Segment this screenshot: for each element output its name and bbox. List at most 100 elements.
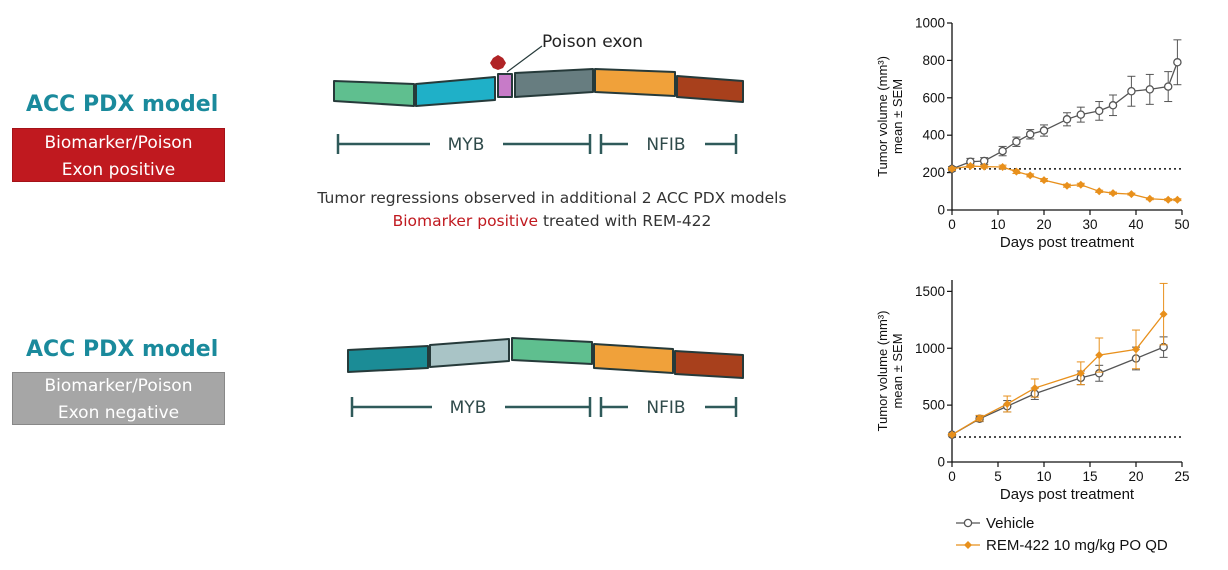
series-line [951, 313, 1165, 436]
data-point [1095, 187, 1104, 196]
data-point [1173, 195, 1182, 204]
x-tick-label: 25 [1174, 469, 1189, 484]
y-axis-label: Tumor volume (mm³) [875, 311, 890, 432]
data-point [948, 430, 956, 439]
poison-marker-icon [490, 55, 506, 70]
x-tick-label: 0 [948, 217, 956, 232]
y-tick-label: 800 [922, 53, 945, 68]
exon-segment [593, 343, 674, 374]
data-point [1127, 87, 1136, 96]
box-line-1: Biomarker/Poison [44, 133, 193, 153]
caption-line-2-rest: treated with REM-422 [538, 212, 712, 230]
data-point [1025, 130, 1035, 139]
y-tick-label: 600 [922, 90, 945, 105]
legend-item-rem-422: REM-422 10 mg/kg PO QD [956, 537, 1168, 554]
series-line [951, 346, 1164, 436]
data-point [1063, 181, 1071, 190]
gene-fusion-diagram-positive: Poison exon MYB NFIB [333, 32, 744, 155]
panel-2-title: ACC PDX model [26, 337, 219, 362]
chart-legend: Vehicle REM-422 10 mg/kg PO QD [956, 515, 1168, 554]
data-point [1145, 85, 1155, 94]
poison-pointer-line [506, 45, 543, 73]
y-tick-label: 500 [922, 398, 945, 413]
diamond-marker-icon [964, 541, 972, 549]
data-point [1094, 106, 1104, 116]
series-line [951, 165, 1178, 201]
x-axis-label: Days post treatment [1000, 234, 1135, 251]
data-point [975, 414, 984, 423]
x-tick-label: 20 [1036, 217, 1051, 232]
y-tick-label: 200 [922, 165, 945, 180]
gene-label-nfib: NFIB [646, 398, 685, 418]
legend-item-vehicle: Vehicle [956, 515, 1034, 532]
exon-segment [511, 337, 593, 365]
series-line [951, 62, 1179, 170]
poison-exon-segment [497, 73, 513, 98]
box-line-2: Exon negative [57, 403, 180, 423]
y-axis-label: mean ± SEM [890, 333, 905, 408]
data-point [1040, 176, 1048, 185]
x-tick-label: 30 [1082, 217, 1097, 232]
biomarker-positive-box: Biomarker/Poison Exon positive [12, 128, 225, 182]
data-point [1173, 58, 1182, 67]
data-point [998, 146, 1007, 156]
exon-segment [594, 68, 676, 97]
gene-fusion-diagram-negative: MYB NFIB [347, 337, 744, 418]
data-point [1076, 180, 1085, 189]
data-point [1163, 82, 1173, 91]
data-point [966, 162, 975, 171]
legend-label: Vehicle [986, 515, 1034, 532]
exon-segment [674, 350, 744, 379]
caption: Tumor regressions observed in additional… [252, 187, 852, 233]
data-point [998, 162, 1007, 171]
data-point [1164, 195, 1173, 204]
y-tick-label: 0 [937, 455, 945, 470]
x-tick-label: 15 [1082, 469, 1097, 484]
caption-line-2: Biomarker positive treated with REM-422 [252, 210, 852, 233]
data-point [948, 164, 956, 173]
data-point [1109, 189, 1117, 198]
data-point [1095, 351, 1104, 360]
exon-segment [514, 68, 594, 98]
data-point [1127, 190, 1136, 199]
data-point [1003, 399, 1012, 408]
exon-segment [347, 345, 429, 373]
panel-1-title: ACC PDX model [26, 92, 219, 117]
y-axis-label: mean ± SEM [890, 79, 905, 154]
gene-label-myb: MYB [448, 135, 485, 155]
y-axis-label: Tumor volume (mm³) [875, 56, 890, 177]
x-tick-label: 5 [994, 469, 1002, 484]
box-line-2: Exon positive [61, 160, 176, 180]
gene-label-myb: MYB [450, 398, 487, 418]
caption-line-1: Tumor regressions observed in additional… [317, 189, 787, 207]
open-circle-marker-icon [963, 518, 973, 528]
y-tick-label: 400 [922, 128, 945, 143]
biomarker-negative-box: Biomarker/Poison Exon negative [12, 372, 225, 425]
data-point [1026, 171, 1035, 180]
box-line-1: Biomarker/Poison [44, 376, 193, 396]
data-point [1030, 384, 1039, 393]
y-tick-label: 1000 [915, 16, 945, 31]
data-point [1012, 137, 1021, 146]
data-point [1132, 345, 1140, 354]
data-point [980, 162, 989, 171]
x-tick-label: 10 [990, 217, 1005, 232]
x-tick-label: 0 [948, 469, 956, 484]
y-tick-label: 0 [937, 203, 945, 218]
data-point [1076, 110, 1086, 119]
exon-segment [429, 338, 510, 368]
data-point [1039, 126, 1049, 135]
exon-segment [415, 76, 496, 107]
legend-label: REM-422 10 mg/kg PO QD [986, 537, 1168, 554]
y-tick-label: 1500 [915, 284, 945, 299]
data-point [1145, 194, 1154, 203]
caption-highlight: Biomarker positive [392, 212, 539, 230]
data-point [1012, 167, 1021, 176]
data-point [1108, 101, 1118, 110]
poison-exon-label: Poison exon [542, 32, 643, 52]
x-tick-label: 40 [1128, 217, 1143, 232]
exon-segment [333, 80, 415, 107]
x-tick-label: 20 [1128, 469, 1143, 484]
